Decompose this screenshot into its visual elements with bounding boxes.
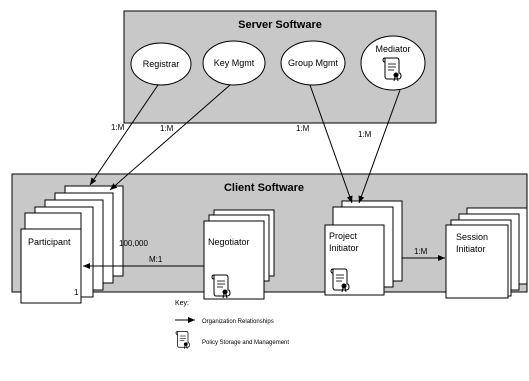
mediator-to-project-arrow bbox=[358, 89, 401, 204]
participant-count-top: 100,000 bbox=[119, 239, 148, 248]
session-initiator-label-1: Session bbox=[456, 232, 488, 242]
negotiator-label: Negotiator bbox=[208, 237, 250, 247]
relation-label: 1:M bbox=[111, 123, 125, 132]
relation-label: 1:M bbox=[414, 247, 428, 256]
relation-label: 1:M bbox=[358, 130, 372, 139]
group-mgmt-node bbox=[280, 40, 346, 86]
legend-organization-relationships: Organization Relationships bbox=[202, 319, 274, 325]
relation-label: 1:M bbox=[296, 124, 310, 133]
relation-label: M:1 bbox=[149, 255, 163, 264]
registrar-label: Registrar bbox=[143, 59, 180, 69]
key-mgmt-node bbox=[202, 40, 266, 86]
participant-stack bbox=[20, 185, 124, 304]
relation-label: 1:M bbox=[160, 124, 174, 133]
keymgmt-to-participant-arrow bbox=[109, 84, 231, 191]
negotiator-scroll-icon bbox=[211, 274, 231, 299]
legend-scroll-icon bbox=[175, 331, 190, 350]
key-mgmt-label: Key Mgmt bbox=[214, 58, 255, 68]
project-initiator-scroll-icon bbox=[330, 268, 350, 293]
legend-policy-storage: Policy Storage and Management bbox=[202, 340, 289, 346]
mediator-scroll-icon bbox=[382, 57, 402, 82]
session-initiator-stack bbox=[445, 207, 528, 299]
key-title: Key: bbox=[175, 300, 189, 307]
registrar-to-participant-arrow bbox=[89, 84, 159, 186]
groupmgmt-to-project-arrow bbox=[309, 84, 353, 204]
project-initiator-label-2: Initiator bbox=[329, 243, 359, 253]
client-software-title: Client Software bbox=[224, 182, 304, 194]
participant-label: Participant bbox=[28, 237, 71, 247]
participant-count-bottom: 1 bbox=[74, 288, 79, 297]
session-initiator-label-2: Initiator bbox=[456, 244, 486, 254]
server-software-title: Server Software bbox=[238, 19, 322, 31]
mediator-label: Mediator bbox=[375, 44, 410, 54]
group-mgmt-label: Group Mgmt bbox=[288, 58, 339, 68]
project-initiator-label-1: Project bbox=[329, 231, 358, 241]
registrar-node bbox=[130, 42, 192, 86]
